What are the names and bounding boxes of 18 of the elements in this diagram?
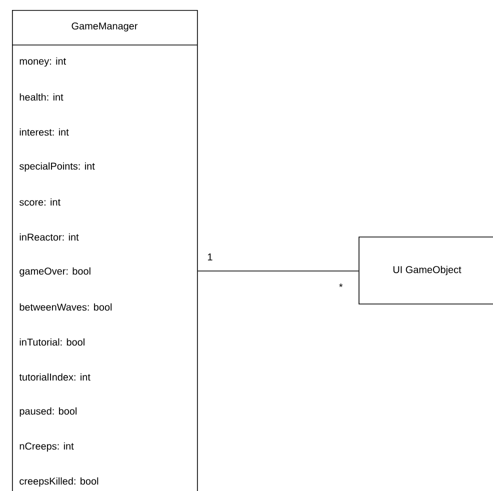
attribute-text: interest: int — [20, 128, 69, 136]
attribute-text: health: int — [20, 93, 64, 101]
class-box: UI GameObject — [358, 236, 493, 304]
attribute-text: money: int — [20, 57, 66, 67]
attribute-text: nCreeps: int — [20, 442, 74, 452]
class-name: GameManager — [72, 22, 138, 32]
attribute-text: creepsKilled: bool — [20, 477, 98, 487]
attribute-text: inReactor: int — [20, 233, 79, 241]
attribute-text: specialPoints: int — [20, 162, 95, 172]
multiplicity-label: 1 — [208, 254, 212, 260]
association-line — [197, 270, 359, 272]
attribute-text: inTutorial: bool — [20, 338, 84, 346]
attribute-text: score: int — [20, 198, 60, 206]
attribute-text: betweenWaves: bool — [20, 303, 112, 311]
multiplicity-label: * — [339, 284, 343, 288]
attribute-text: paused: bool — [20, 407, 76, 417]
attribute-text: gameOver: bool — [20, 267, 90, 277]
attribute-text: tutorialIndex: int — [19, 373, 90, 381]
